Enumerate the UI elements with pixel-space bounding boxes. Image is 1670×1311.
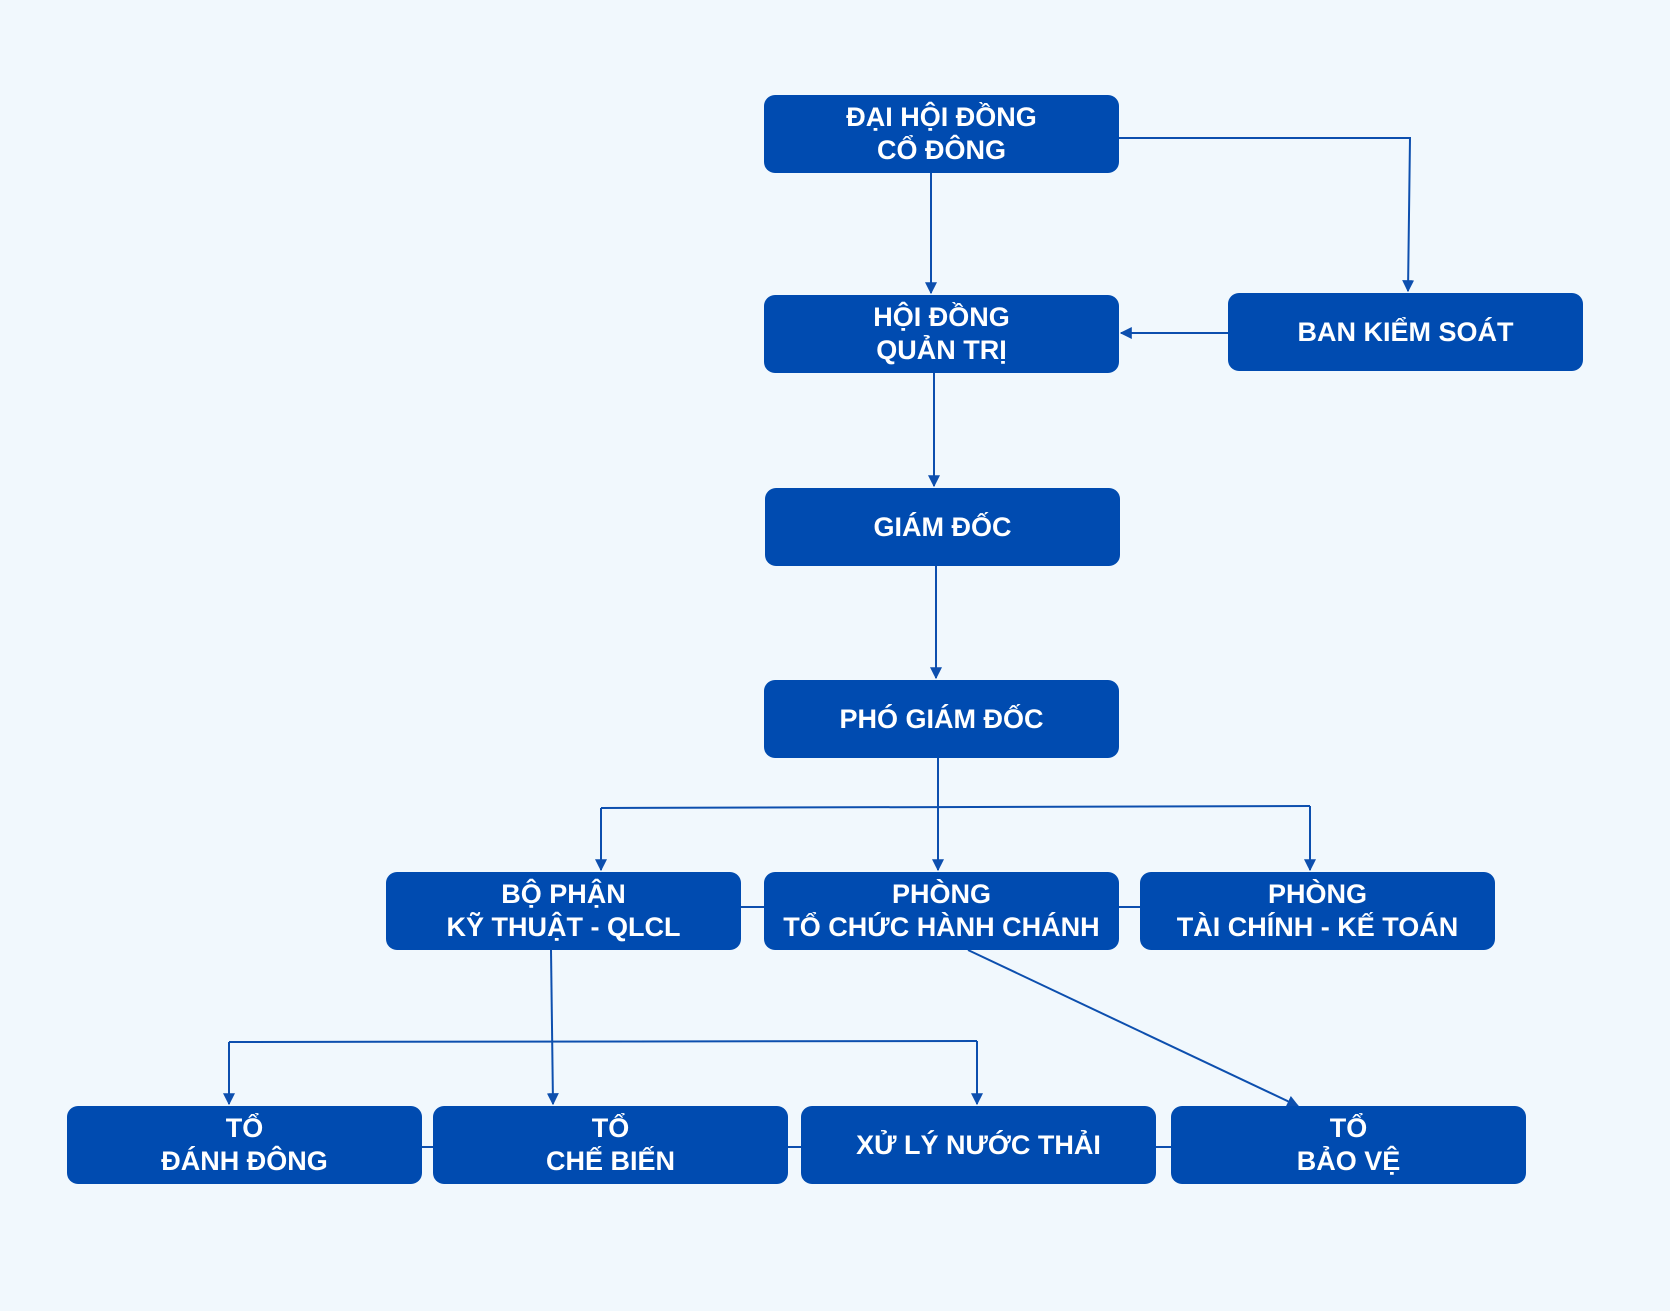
- node-phong-to-chuc-hanh-chanh: PHÒNG TỔ CHỨC HÀNH CHÁNH: [764, 872, 1119, 950]
- node-pho-giam-doc: PHÓ GIÁM ĐỐC: [764, 680, 1119, 758]
- node-xu-ly-nuoc-thai: XỬ LÝ NƯỚC THẢI: [801, 1106, 1156, 1184]
- node-label-line2: TỔ CHỨC HÀNH CHÁNH: [783, 912, 1100, 942]
- node-label-line2: TÀI CHÍNH - KẾ TOÁN: [1176, 912, 1459, 942]
- node-hoi-dong-quan-tri: HỘI ĐỒNG QUẢN TRỊ: [764, 295, 1119, 373]
- node-label-line1: TỔ: [591, 1113, 630, 1143]
- node-label-line1: HỘI ĐỒNG: [873, 302, 1010, 332]
- node-label-line2: KỸ THUẬT - QLCL: [446, 912, 681, 942]
- connector-dhdcd-bks: [1119, 137, 1415, 293]
- node-label-line1: PHÒNG: [891, 879, 991, 909]
- node-label-line1: PHÓ GIÁM ĐỐC: [839, 703, 1044, 734]
- node-label-line1: TỔ: [1329, 1113, 1368, 1143]
- node-to-che-bien: TỔ CHẾ BIẾN: [433, 1106, 788, 1184]
- node-label-line1: BAN KIỂM SOÁT: [1297, 316, 1514, 347]
- node-label-line1: GIÁM ĐỐC: [873, 511, 1012, 542]
- node-ban-kiem-soat: BAN KIỂM SOÁT: [1228, 293, 1583, 371]
- node-to-bao-ve: TỔ BẢO VỆ: [1171, 1106, 1526, 1184]
- node-giam-doc: GIÁM ĐỐC: [765, 488, 1120, 566]
- node-to-danh-dong: TỔ ĐÁNH ĐÔNG: [67, 1106, 422, 1184]
- connector-kt-bus: [228, 1040, 978, 1043]
- node-label-line1: PHÒNG: [1267, 879, 1367, 909]
- node-phong-tai-chinh-ke-toan: PHÒNG TÀI CHÍNH - KẾ TOÁN: [1140, 872, 1495, 950]
- connector-bpkt-tcb: [546, 949, 559, 1106]
- node-label-line2: ĐÁNH ĐÔNG: [161, 1146, 328, 1176]
- connector-ptc-tbv: [967, 949, 1300, 1107]
- node-label-line2: QUẢN TRỊ: [876, 335, 1007, 365]
- node-label-line1: ĐẠI HỘI ĐỒNG: [846, 102, 1037, 132]
- node-label-line1: XỬ LÝ NƯỚC THẢI: [856, 1129, 1101, 1160]
- node-dai-hoi-dong-co-dong: ĐẠI HỘI ĐỒNG CỔ ĐÔNG: [764, 95, 1119, 173]
- connector-pgd-bus: [600, 805, 1311, 809]
- node-label-line1: BỘ PHẬN: [501, 879, 626, 909]
- node-label-line2: CỔ ĐÔNG: [876, 135, 1006, 165]
- node-bo-phan-ky-thuat-qlcl: BỘ PHẬN KỸ THUẬT - QLCL: [386, 872, 741, 950]
- node-label-line1: TỔ: [225, 1113, 264, 1143]
- node-label-line2: BẢO VỆ: [1296, 1146, 1401, 1176]
- node-label-line2: CHẾ BIẾN: [545, 1146, 675, 1176]
